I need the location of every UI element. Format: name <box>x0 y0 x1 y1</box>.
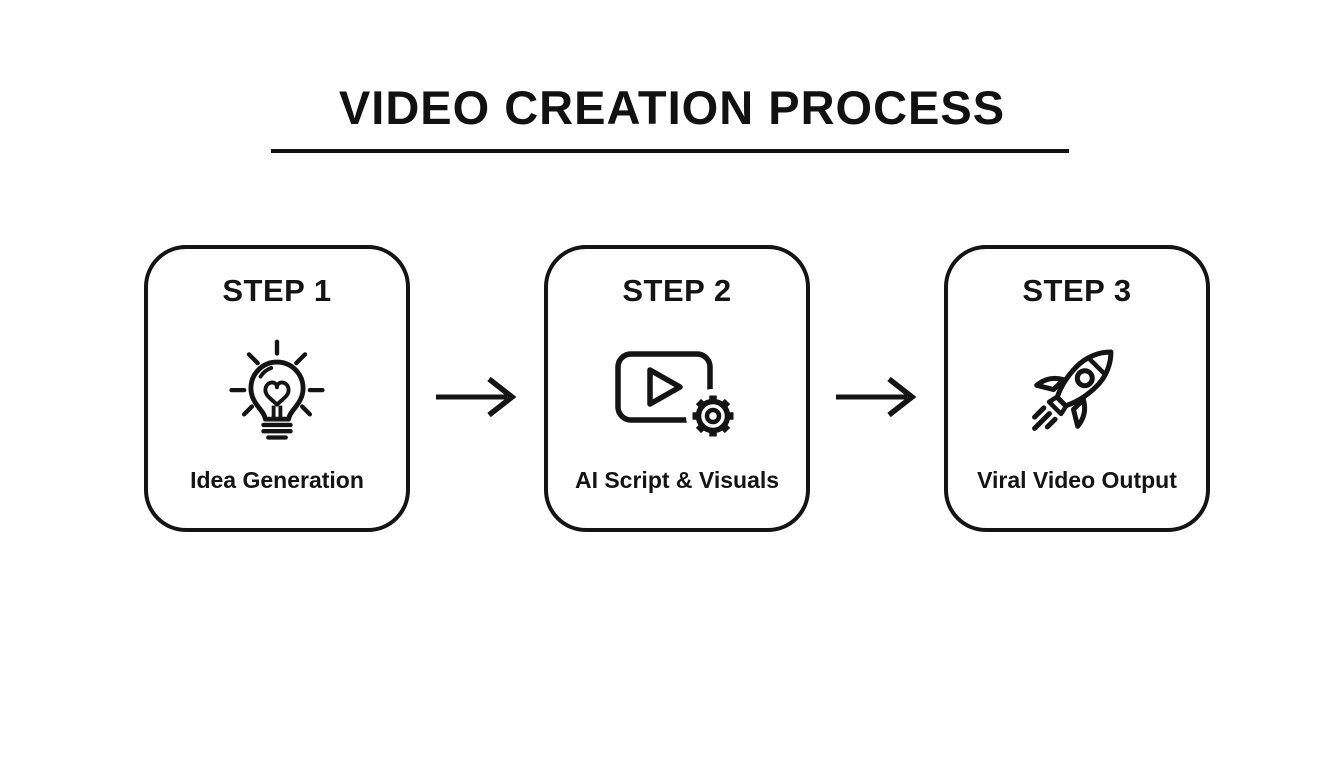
step-label: STEP 2 <box>622 273 732 308</box>
step-label: STEP 1 <box>222 273 332 308</box>
step-label: STEP 3 <box>1022 273 1132 308</box>
step-caption: Idea Generation <box>190 467 364 493</box>
step-caption: Viral Video Output <box>977 467 1177 493</box>
flow-arrow-icon <box>433 375 521 419</box>
step-caption: AI Script & Visuals <box>574 467 780 493</box>
page-title: VIDEO CREATION PROCESS <box>338 81 1006 134</box>
flow-arrow-icon <box>833 375 921 419</box>
title-underline <box>271 149 1069 153</box>
step-card-idea-generation: STEP 1 <box>144 245 410 532</box>
step-card-ai-script-visuals: STEP 2 <box>544 245 810 532</box>
video-player-gear-icon <box>548 319 806 469</box>
step-card-viral-video-output: STEP 3 <box>944 245 1210 532</box>
rocket-launch-icon <box>948 319 1206 469</box>
lightbulb-idea-icon <box>148 319 406 469</box>
